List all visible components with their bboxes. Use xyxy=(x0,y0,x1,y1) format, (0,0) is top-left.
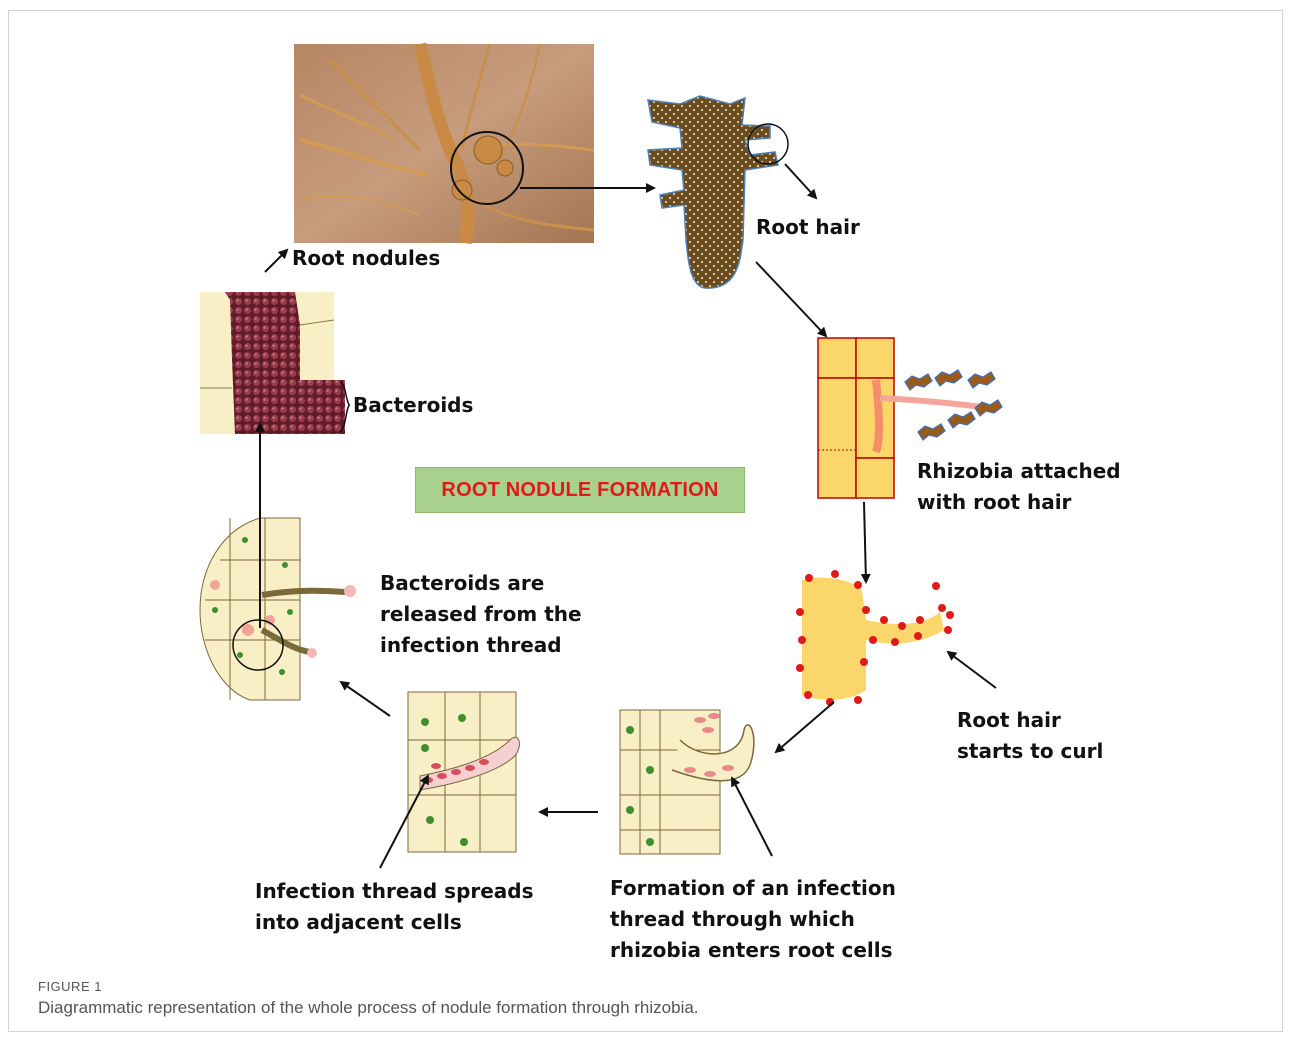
label-infection-formation: Formation of an infection thread through… xyxy=(610,873,896,966)
arrow-spread-to-release xyxy=(341,682,390,716)
label-root-nodules: Root nodules xyxy=(292,243,440,274)
infection-thread-spreading xyxy=(408,692,519,852)
figure-caption: Diagrammatic representation of the whole… xyxy=(38,998,699,1018)
figure-label: FIGURE 1 xyxy=(38,979,102,994)
bacteroids-release-cells xyxy=(200,518,356,700)
arrow-to-thread xyxy=(732,778,772,856)
arrow-cells-to-curl xyxy=(864,502,866,582)
curling-root-hair xyxy=(796,570,954,706)
arrow-to-root-hair xyxy=(785,164,816,198)
arrow-curl-to-formation xyxy=(776,702,834,752)
diagram-title: ROOT NODULE FORMATION xyxy=(441,479,718,502)
diagram-title-box: ROOT NODULE FORMATION xyxy=(415,467,745,513)
root-with-hairs xyxy=(648,96,788,288)
label-infection-spreads: Infection thread spreads into adjacent c… xyxy=(255,876,534,938)
root-nodule-photo xyxy=(294,44,594,243)
arrow-to-photo xyxy=(265,250,287,272)
arrow-to-curl-tip xyxy=(948,652,996,688)
label-bacteroids: Bacteroids xyxy=(353,390,473,421)
bacteroid-tissue xyxy=(200,292,350,434)
arrow-root-to-cells xyxy=(756,262,826,336)
label-bacteroids-released: Bacteroids are released from the infecti… xyxy=(380,568,582,661)
label-root-hair: Root hair xyxy=(756,212,860,243)
label-root-hair-curl: Root hair starts to curl xyxy=(957,705,1103,767)
label-rhizobia-attached: Rhizobia attached with root hair xyxy=(917,456,1121,518)
